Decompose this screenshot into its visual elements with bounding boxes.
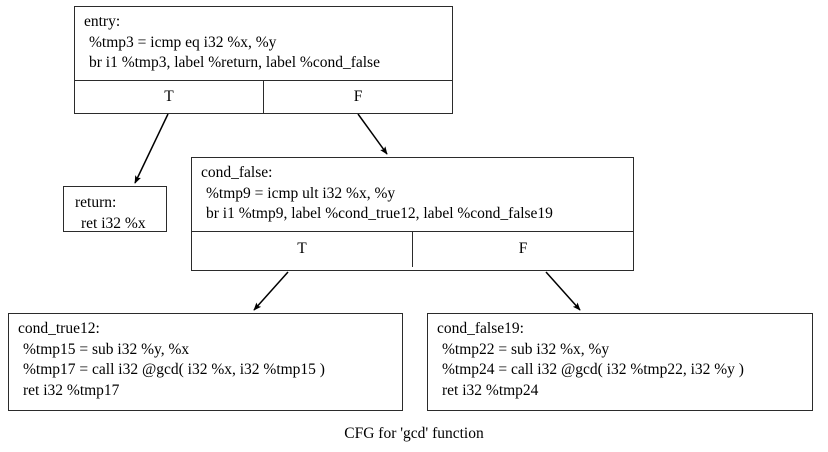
diagram-caption: CFG for 'gcd' function <box>344 425 484 442</box>
node-body: entry: %tmp3 = icmp eq i32 %x, %y br i1 … <box>75 7 452 80</box>
node-body: return: ret i32 %x <box>64 187 166 240</box>
node-line: %tmp9 = icmp ult i32 %x, %y <box>206 184 396 202</box>
node-line: br i1 %tmp3, label %return, label %cond_… <box>89 54 380 71</box>
port-true[interactable]: T <box>192 231 413 267</box>
node-line: %tmp22 = sub i32 %x, %y <box>442 340 610 358</box>
node-body: cond_true12: %tmp15 = sub i32 %y, %x %tm… <box>9 314 402 407</box>
edge-cond-false-false-to-cond-false19 <box>545 271 581 311</box>
port-false[interactable]: F <box>353 87 363 105</box>
cfg-node-entry[interactable]: entry: %tmp3 = icmp eq i32 %x, %y br i1 … <box>74 6 453 114</box>
port-false[interactable]: F <box>518 240 528 257</box>
node-line: cond_true12: <box>18 320 100 337</box>
node-line: %tmp24 = call i32 @gcd( i32 %tmp22, i32 … <box>442 361 744 378</box>
cfg-node-cond-false[interactable]: cond_false: %tmp9 = icmp ult i32 %x, %y … <box>191 157 634 271</box>
cfg-node-cond-false19[interactable]: cond_false19: %tmp22 = sub i32 %x, %y %t… <box>427 313 813 411</box>
node-line: ret i32 %tmp17 <box>23 381 120 399</box>
node-line: %tmp15 = sub i32 %y, %x <box>23 340 190 358</box>
edge-entry-false-to-cond-false <box>357 113 388 155</box>
node-line: br i1 %tmp9, label %cond_true12, label %… <box>206 205 553 222</box>
node-line: %tmp17 = call i32 @gcd( i32 %x, i32 %tmp… <box>23 361 325 378</box>
node-line: cond_false: <box>201 164 273 181</box>
node-ports: T F <box>192 230 633 267</box>
port-true[interactable]: T <box>75 80 264 113</box>
edge-cond-false-true-to-cond-true12 <box>253 271 289 311</box>
node-line: ret i32 %x <box>81 214 146 232</box>
node-line: entry: <box>84 13 121 30</box>
node-ports: T F <box>75 79 452 113</box>
edge-entry-true-to-return <box>134 113 169 184</box>
node-body: cond_false19: %tmp22 = sub i32 %x, %y %t… <box>428 314 812 407</box>
node-line: cond_false19: <box>437 320 524 337</box>
node-line: ret i32 %tmp24 <box>442 381 539 399</box>
node-line: %tmp3 = icmp eq i32 %x, %y <box>89 33 277 51</box>
node-line: return: <box>75 194 117 211</box>
cfg-node-cond-true12[interactable]: cond_true12: %tmp15 = sub i32 %y, %x %tm… <box>8 313 403 411</box>
cfg-node-return[interactable]: return: ret i32 %x <box>63 186 167 232</box>
node-body: cond_false: %tmp9 = icmp ult i32 %x, %y … <box>192 158 633 231</box>
